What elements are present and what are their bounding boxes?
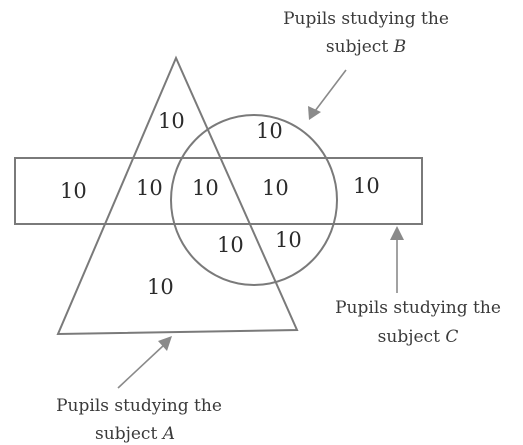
caption-a-line2: subject A (95, 424, 175, 444)
count-b-only-bottom: 10 (275, 228, 302, 252)
count-c-only-left: 10 (60, 179, 87, 203)
count-a-and-c: 10 (136, 176, 163, 200)
caption-a-letter: A (161, 424, 175, 444)
count-b-and-c: 10 (262, 176, 289, 200)
arrow-a-head (158, 336, 172, 351)
set-a-triangle (56, 55, 299, 336)
count-c-only-right: 10 (353, 174, 380, 198)
caption-c-line2: subject C (378, 327, 459, 347)
set-c-rectangle (14, 157, 423, 225)
count-a-only-bottom: 10 (147, 275, 174, 299)
caption-c-line1: Pupils studying the (335, 298, 501, 318)
caption-a-line1: Pupils studying the (56, 396, 222, 416)
count-a-and-b: 10 (217, 233, 244, 257)
arrow-b-head (308, 106, 321, 120)
caption-b-line1: Pupils studying the (283, 9, 449, 29)
caption-a-prefix: subject (95, 424, 163, 444)
caption-c-letter: C (445, 327, 458, 347)
arrow-b-shaft (314, 69, 347, 112)
caption-b-prefix: subject (326, 37, 394, 57)
arrow-c-head (390, 226, 404, 240)
count-b-only: 10 (256, 119, 283, 143)
arrow-a-shaft (117, 344, 165, 389)
set-b-circle (170, 114, 338, 286)
caption-c-prefix: subject (378, 327, 446, 347)
caption-b-letter: B (393, 37, 407, 57)
count-a-only-top: 10 (158, 109, 185, 133)
caption-b-line2: subject B (326, 37, 406, 57)
count-a-b-c: 10 (192, 176, 219, 200)
